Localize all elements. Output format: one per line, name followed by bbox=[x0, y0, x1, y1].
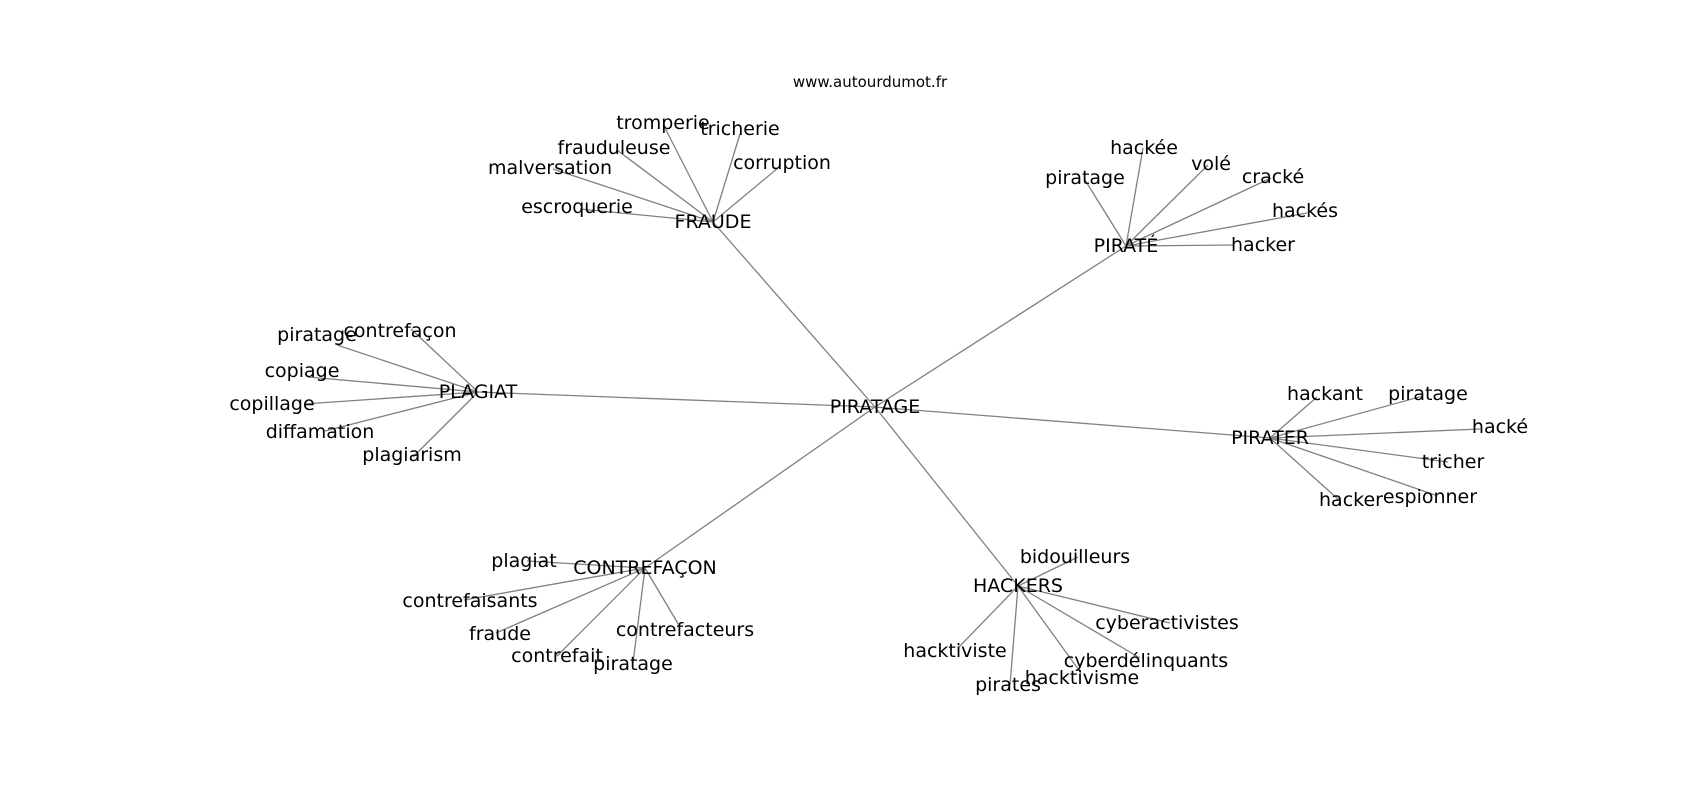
edge-plagiat-leaf bbox=[307, 376, 479, 393]
leaf-word-hackers[interactable]: bidouilleurs bbox=[1020, 546, 1130, 568]
edge-plagiat-leaf bbox=[412, 391, 479, 458]
leaf-word-plagiat[interactable]: plagiarism bbox=[362, 444, 461, 466]
edge-hackers-leaf bbox=[1017, 585, 1171, 624]
edge-contrefacon-leaf bbox=[632, 567, 646, 664]
leaf-word-pirater[interactable]: espionner bbox=[1383, 486, 1477, 508]
edge-plagiat-leaf bbox=[303, 391, 479, 405]
leaf-word-pirate[interactable]: piratage bbox=[1045, 167, 1125, 189]
leaf-word-fraude[interactable]: malversation bbox=[488, 157, 612, 179]
website-label: www.autourdumot.fr bbox=[793, 73, 948, 91]
leaf-word-pirate[interactable]: hackée bbox=[1110, 137, 1178, 159]
edge-pirater-leaf bbox=[1269, 437, 1436, 496]
leaf-word-fraude[interactable]: tromperie bbox=[616, 112, 710, 134]
edge-hackers-leaf bbox=[1017, 556, 1079, 587]
leaf-word-plagiat[interactable]: diffamation bbox=[266, 421, 375, 443]
edge-center-pirate bbox=[874, 245, 1127, 408]
edge-center-plagiat bbox=[477, 391, 876, 408]
hub-word-fraude[interactable]: FRAUDE bbox=[675, 211, 752, 233]
leaf-word-fraude[interactable]: frauduleuse bbox=[558, 137, 671, 159]
leaf-word-plagiat[interactable]: contrefaçon bbox=[343, 320, 456, 342]
edge-center-fraude bbox=[712, 221, 876, 408]
edges-layer bbox=[303, 127, 1481, 686]
center-word[interactable]: PIRATAGE bbox=[830, 396, 921, 418]
edge-fraude-leaf bbox=[579, 208, 714, 223]
edge-pirater-leaf bbox=[1269, 395, 1424, 439]
hub-word-contrefacon[interactable]: CONTREFAÇON bbox=[573, 557, 717, 579]
leaf-word-contrefacon[interactable]: plagiat bbox=[491, 550, 556, 572]
leaf-word-plagiat[interactable]: copiage bbox=[265, 360, 340, 382]
edge-plagiat-leaf bbox=[336, 344, 479, 393]
edge-pirate-leaf bbox=[1084, 179, 1127, 247]
edge-plagiat-leaf bbox=[410, 328, 479, 393]
hub-word-pirate[interactable]: PIRATÉ bbox=[1094, 234, 1159, 257]
edge-pirater-leaf bbox=[1269, 437, 1449, 463]
edge-hackers-leaf bbox=[957, 585, 1019, 649]
edge-fraude-leaf bbox=[552, 168, 714, 223]
leaf-word-pirater[interactable]: hacké bbox=[1472, 416, 1528, 438]
edge-contrefacon-leaf bbox=[556, 567, 646, 657]
edge-pirater-leaf bbox=[1269, 396, 1318, 439]
edge-plagiat-leaf bbox=[324, 391, 479, 432]
edge-pirate-leaf bbox=[1125, 147, 1144, 247]
edge-pirate-leaf bbox=[1125, 212, 1308, 247]
leaf-word-fraude[interactable]: corruption bbox=[733, 152, 831, 174]
leaf-word-fraude[interactable]: escroquerie bbox=[521, 196, 633, 218]
leaf-word-hackers[interactable]: hacktivisme bbox=[1025, 667, 1139, 689]
leaf-word-pirate[interactable]: volé bbox=[1191, 153, 1231, 175]
edge-hackers-leaf bbox=[1009, 585, 1019, 686]
leaf-word-plagiat[interactable]: piratage bbox=[277, 324, 357, 346]
leaf-word-pirater[interactable]: tricher bbox=[1422, 451, 1485, 473]
leaf-word-fraude[interactable]: tricherie bbox=[700, 118, 780, 140]
edge-fraude-leaf bbox=[616, 149, 714, 223]
edge-center-hackers bbox=[874, 406, 1019, 587]
leaf-word-contrefacon[interactable]: contrefacteurs bbox=[616, 619, 754, 641]
leaf-word-hackers[interactable]: pirates bbox=[975, 674, 1041, 696]
edge-contrefacon-leaf bbox=[463, 567, 646, 601]
hub-word-pirater[interactable]: PIRATER bbox=[1231, 427, 1309, 449]
edge-hackers-leaf bbox=[1017, 585, 1082, 674]
edge-fraude-leaf bbox=[664, 127, 714, 223]
leaf-word-pirate[interactable]: cracké bbox=[1242, 166, 1304, 188]
edge-pirater-leaf bbox=[1269, 437, 1340, 501]
hub-word-plagiat[interactable]: PLAGIAT bbox=[439, 381, 518, 403]
edge-pirate-leaf bbox=[1125, 244, 1234, 247]
leaf-word-contrefacon[interactable]: fraude bbox=[469, 623, 531, 645]
edge-fraude-leaf bbox=[712, 133, 741, 223]
edge-center-pirater bbox=[874, 406, 1271, 439]
edge-fraude-leaf bbox=[712, 167, 779, 223]
leaf-word-pirater[interactable]: hacker bbox=[1319, 489, 1383, 511]
leaf-word-pirater[interactable]: piratage bbox=[1388, 383, 1468, 405]
leaf-word-contrefacon[interactable]: contrefait bbox=[511, 645, 603, 667]
edge-center-contrefacon bbox=[644, 406, 876, 569]
leaf-word-pirater[interactable]: hackant bbox=[1287, 383, 1363, 405]
leaf-word-plagiat[interactable]: copillage bbox=[229, 393, 314, 415]
leaf-word-pirate[interactable]: hacker bbox=[1231, 234, 1295, 256]
leaf-word-hackers[interactable]: cyberdélinquants bbox=[1064, 650, 1228, 672]
edge-pirater-leaf bbox=[1269, 428, 1481, 439]
leaf-word-hackers[interactable]: hacktiviste bbox=[903, 640, 1006, 662]
hub-word-hackers[interactable]: HACKERS bbox=[973, 575, 1063, 597]
leaf-word-pirate[interactable]: hackés bbox=[1272, 200, 1338, 222]
leaf-word-contrefacon[interactable]: contrefaisants bbox=[402, 590, 537, 612]
leaf-word-hackers[interactable]: cyberactivistes bbox=[1095, 612, 1239, 634]
leaf-word-contrefacon[interactable]: piratage bbox=[593, 653, 673, 675]
edge-contrefacon-leaf bbox=[526, 560, 646, 569]
edge-pirate-leaf bbox=[1125, 164, 1209, 247]
edge-contrefacon-leaf bbox=[644, 567, 681, 628]
edge-contrefacon-leaf bbox=[495, 567, 646, 634]
edge-pirate-leaf bbox=[1125, 177, 1272, 247]
edge-hackers-leaf bbox=[1017, 585, 1141, 659]
